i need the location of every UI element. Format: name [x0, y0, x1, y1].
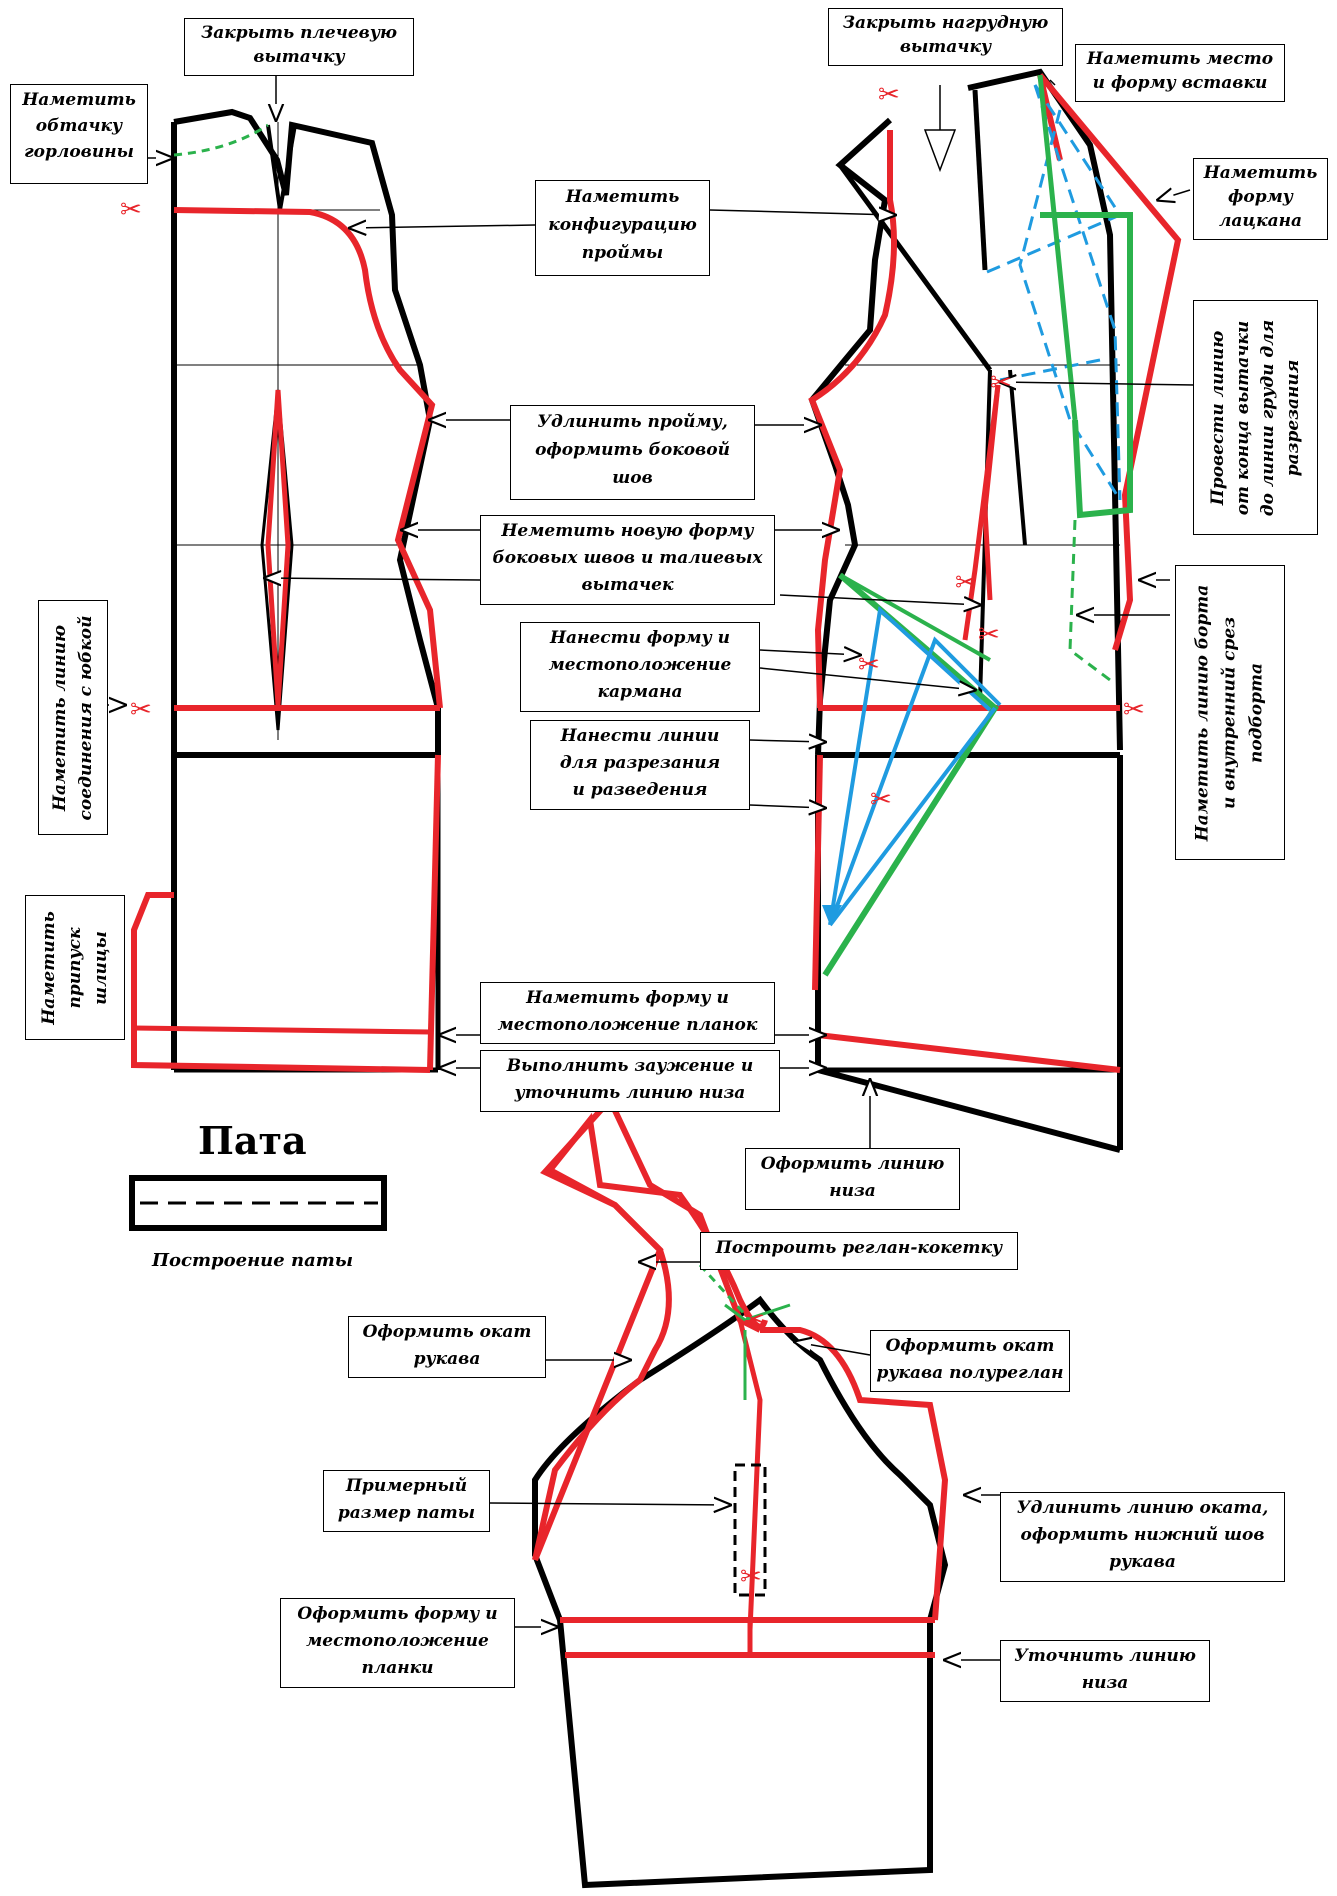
scissors-mark-3: ✂ [878, 80, 900, 110]
pata-drawing [129, 1175, 387, 1231]
pata-title: Пата [198, 1118, 307, 1163]
front-new-armhole [808, 130, 897, 709]
label-extend-cap: Удлинить линию оката,оформить нижний шов… [1000, 1492, 1285, 1582]
back-bodice [131, 108, 443, 1073]
scissors-mark-4: ✂ [990, 368, 1012, 398]
back-new-armhole [173, 207, 443, 709]
scissors-mark-10: ✂ [743, 1305, 765, 1335]
cut-lines [828, 606, 1002, 927]
scissors-mark-5: ✂ [955, 568, 977, 598]
scissors-mark-2: ✂ [130, 695, 152, 725]
label-raglan-yoke: Построить реглан-кокетку [700, 1232, 1018, 1270]
raglan-yoke [532, 1094, 762, 1562]
lapel-facing [1040, 212, 1133, 519]
scissors-mark-6: ✂ [978, 620, 1000, 650]
neck-facing-line [173, 123, 269, 157]
scissors-mark-1: ✂ [120, 195, 142, 225]
scissors-mark-9: ✂ [1123, 695, 1145, 725]
scissors-mark-7: ✂ [858, 650, 880, 680]
sleeve [532, 1094, 949, 1889]
scissors-mark-11: ✂ [740, 1562, 762, 1592]
scissors-mark-8: ✂ [870, 785, 892, 815]
leader-arrows [108, 50, 1196, 1660]
front-bodice [808, 68, 1182, 1153]
pata-caption: Построение паты [152, 1250, 354, 1271]
